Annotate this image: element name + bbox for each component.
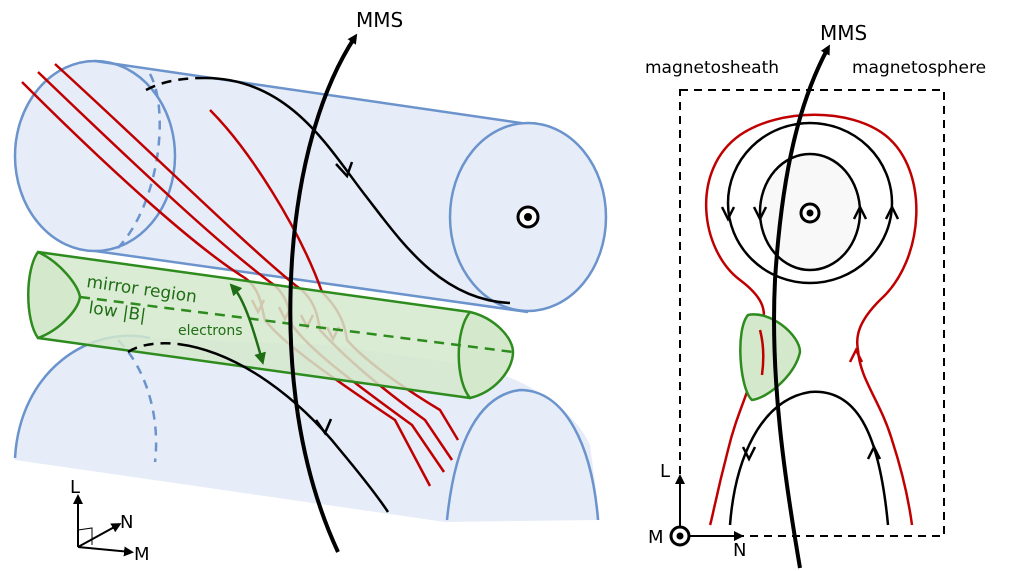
lower-field-line-arrow-left: [741, 446, 757, 462]
upper-rope-field-line: [204, 76, 511, 305]
left-panel: mirror region low |B| electrons MMS L N …: [13, 8, 608, 565]
electron-bounce-arrow: [229, 283, 266, 365]
axis-n-label-right: N: [733, 540, 746, 561]
mirror-region-right: [739, 313, 802, 402]
separatrix-through-mirror: [758, 329, 765, 376]
mirror-region-axis: [79, 295, 514, 354]
mms-label-left: MMS: [356, 8, 403, 32]
separatrix-upper: [705, 113, 918, 351]
axis-m-label-left: M: [134, 544, 150, 565]
mirror-region-front-cap: [457, 310, 515, 400]
right-panel: magnetosheath magnetosphere MMS: [645, 21, 986, 569]
mirror-region-top-edge: [37, 250, 471, 314]
lower-flux-rope-dashed-edge: [117, 339, 158, 463]
separatrix-lower-right: [856, 349, 914, 526]
upper-rope-field-line-arrow: [335, 161, 354, 179]
magnetosphere-label: magnetosphere: [852, 58, 986, 78]
axis-n-label-left: N: [120, 512, 133, 533]
upper-flux-rope-top-edge: [94, 59, 529, 126]
mirror-region-back-cap: [27, 250, 82, 340]
mirror-region-bottom-edge: [37, 336, 471, 400]
lower-rope-field-line-dashed: [127, 342, 179, 354]
axis-l-label-left: L: [70, 477, 80, 498]
lower-flux-rope-end-arc: [445, 388, 600, 521]
lower-field-line: [728, 390, 890, 526]
m-axis-symbol: [669, 525, 691, 547]
out-of-page-symbol-right: [799, 202, 821, 224]
lnm-axes: [73, 494, 134, 557]
axis-l-label-right: L: [660, 461, 670, 482]
mms-trajectory-left: [288, 33, 358, 553]
magnetosheath-label: magnetosheath: [645, 58, 779, 78]
island-outer-loop: [726, 121, 894, 285]
upper-flux-rope-dashed-edge: [111, 73, 161, 255]
lower-field-line-arrow-right: [866, 444, 882, 460]
upper-flux-rope-bottom-edge: [94, 249, 529, 314]
electrons-label: electrons: [178, 323, 242, 339]
right-panel-frame: [679, 89, 945, 537]
out-of-page-symbol: [516, 205, 540, 229]
island-arrows: [720, 204, 900, 222]
mms-trajectory-right: [772, 44, 830, 569]
upper-flux-rope-back-face: [13, 59, 177, 253]
lower-rope-field-line-arrow: [314, 418, 333, 436]
axis-m-label-right: M: [648, 527, 664, 548]
mms-label-right: MMS: [820, 21, 867, 45]
mirror-region-body: [28, 252, 513, 398]
upper-rope-field-line-dashed: [145, 76, 206, 92]
separatrix-arrow-right: [848, 347, 864, 363]
